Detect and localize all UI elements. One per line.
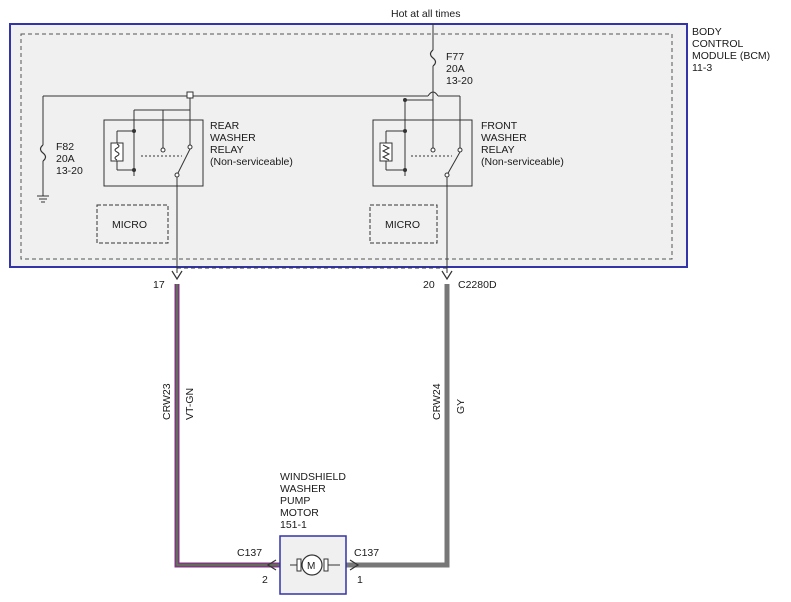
front-relay-contact-no (430, 147, 436, 153)
rear-relay-bus-node (186, 91, 194, 99)
rear-micro-box (96, 204, 169, 244)
bcm-title-line-2: CONTROL (692, 38, 743, 50)
motor-brush-left (296, 558, 302, 572)
connector-pin-17-label: 17 (153, 279, 165, 291)
rear-relay-label-4: (Non-serviceable) (210, 156, 293, 168)
rear-relay-label-1: REAR (210, 120, 240, 132)
rear-relay-contact-nc (187, 144, 193, 150)
front-relay-label-3: RELAY (481, 144, 515, 156)
motor-title-3: PUMP (280, 495, 310, 507)
c137-pin-1-label: 1 (357, 574, 363, 586)
front-micro-box (369, 204, 438, 244)
bcm-title-line-3: MODULE (BCM) (692, 50, 770, 62)
connector-pin-17-arrow (171, 270, 183, 281)
rear-relay-switch-arm (176, 148, 191, 176)
rear-relay-contact-no (160, 147, 166, 153)
front-micro-label: MICRO (385, 219, 420, 231)
power-source-label: Hot at all times (391, 8, 460, 20)
wire-crw24-circuit: CRW24 (431, 383, 443, 420)
c137-left-arrow (266, 559, 277, 571)
c137-left-label: C137 (237, 547, 262, 559)
rear-micro-label: MICRO (112, 219, 147, 231)
front-relay-label-1: FRONT (481, 120, 518, 132)
fuse-f82-line-1: F82 (56, 141, 74, 153)
motor-title-4: MOTOR (280, 507, 319, 519)
front-relay-node-top (403, 98, 407, 102)
front-relay-label-4: (Non-serviceable) (481, 156, 564, 168)
rear-relay-label-3: RELAY (210, 144, 244, 156)
rear-relay-coil-winding (114, 143, 120, 161)
c137-right-label: C137 (354, 547, 379, 559)
wire-crw23-circuit: CRW23 (161, 383, 173, 420)
fuse-f82-line-3: 13-20 (56, 165, 83, 177)
connector-c2280d-label: C2280D (458, 279, 497, 291)
motor-title-2: WASHER (280, 483, 326, 495)
motor-symbol-letter: M (307, 561, 315, 572)
fuse-f82-symbol (39, 144, 47, 162)
fuse-f77-line-3: 13-20 (446, 75, 473, 87)
wire-crw23-stripe (176, 284, 290, 566)
front-relay-switch-arm (446, 151, 461, 176)
motor-icon (301, 554, 323, 576)
fuse-f77-line-2: 20A (446, 63, 465, 75)
wire-crw24-color: GY (455, 399, 467, 414)
fuse-f77-symbol (429, 49, 437, 67)
rear-relay-box (103, 119, 204, 187)
wire-crw23 (174, 284, 290, 568)
fuse-f82-line-2: 20A (56, 153, 75, 165)
motor-title-5: 151-1 (280, 519, 307, 531)
front-relay-coil-winding (381, 144, 391, 161)
bus-crossover-f77 (427, 91, 439, 97)
bcm-inner-dashed-border (20, 33, 673, 260)
connector-pin-20-arrow (441, 270, 453, 281)
wire-crw24 (340, 284, 450, 568)
wire-crw23-color: VT-GN (184, 388, 196, 420)
fuse-f77-line-1: F77 (446, 51, 464, 63)
rear-relay-label-2: WASHER (210, 132, 256, 144)
front-relay-label-2: WASHER (481, 132, 527, 144)
front-relay-switch-pivot (444, 172, 450, 178)
rear-relay-switch-pivot (174, 172, 180, 178)
bcm-title-line-1: BODY (692, 26, 722, 38)
c137-right-arrow (349, 559, 360, 571)
connector-pin-20-label: 20 (423, 279, 435, 291)
c137-pin-2-label: 2 (262, 574, 268, 586)
bcm-title-line-4: 11-3 (692, 62, 712, 74)
motor-title-1: WINDSHIELD (280, 471, 346, 483)
front-relay-contact-nc (457, 147, 463, 153)
motor-brush-right (323, 558, 329, 572)
front-relay-box (372, 119, 473, 187)
